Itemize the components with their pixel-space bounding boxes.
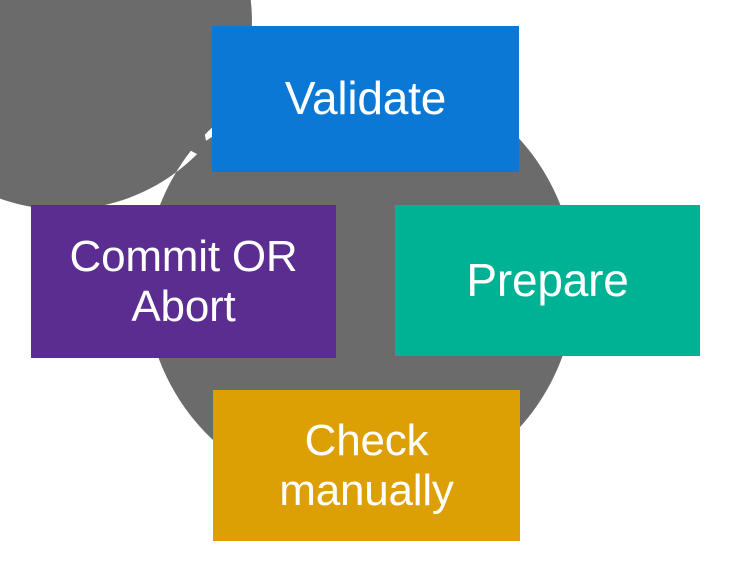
cycle-node-commit-or-abort-label-line1: Commit OR [69,232,298,282]
cycle-node-commit-or-abort-label-line2: Abort [131,281,236,331]
cycle-node-check-manually[interactable]: Check manually [213,390,520,541]
cycle-node-prepare-label: Prepare [466,253,629,306]
cycle-node-validate[interactable]: Validate [212,26,519,172]
cycle-node-check-manually-label-line1: Check [304,416,429,466]
cycle-node-validate-label: Validate [284,72,447,125]
cycle-node-commit-or-abort[interactable]: Commit OR Abort [31,205,336,358]
cycle-node-check-manually-label-line2: manually [279,465,454,515]
cycle-arrow-head-icon [150,97,211,162]
cycle-node-commit-or-abort-label: Commit OR Abort [39,232,328,331]
cycle-node-check-manually-label: Check manually [221,416,512,515]
cycle-node-prepare[interactable]: Prepare [395,205,700,356]
